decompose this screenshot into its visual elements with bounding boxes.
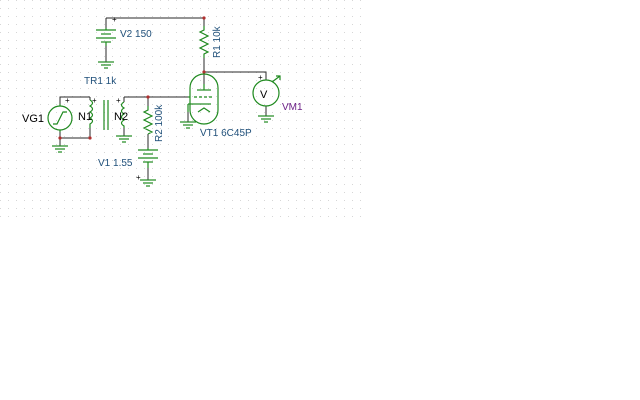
vt1-ground-icon <box>180 121 196 129</box>
vt1-triode[interactable]: VT1 6C45P <box>187 73 252 139</box>
tr1-ground-icon <box>116 135 132 143</box>
vm1-label: VM1 <box>282 102 303 113</box>
junction-nodes <box>58 16 206 140</box>
v1-polarity: + <box>136 173 141 182</box>
vg1-ground-icon <box>52 145 68 153</box>
tr1-secondary-label: N2 <box>114 111 128 123</box>
v2-polarity: + <box>112 15 117 24</box>
vg1-pin: + <box>65 96 70 105</box>
vm1-pin: + <box>258 73 263 82</box>
v1-label: V1 1.55 <box>98 158 133 169</box>
vm1-ground-icon <box>258 115 274 123</box>
r1-label: R1 10k <box>212 25 223 58</box>
vm1-voltmeter[interactable]: V + VM1 <box>252 73 303 113</box>
r1-resistor[interactable]: R1 10k <box>198 25 223 58</box>
r2-resistor[interactable]: R2 100k <box>142 104 165 142</box>
vm1-symbol: V <box>260 89 268 101</box>
v1-ground-icon <box>140 179 156 187</box>
tr1-primary-label: N1 <box>78 111 92 123</box>
v2-label: V2 150 <box>120 29 152 40</box>
v2-battery[interactable]: + V2 150 <box>96 15 152 46</box>
vg1-label: VG1 <box>22 113 44 125</box>
tr1-transformer[interactable]: + + N1 N2 TR1 1k <box>78 76 128 130</box>
tr1-pin-primary: + <box>92 96 97 105</box>
r2-label: R2 100k <box>154 104 165 142</box>
grid-background <box>0 0 366 222</box>
tr1-label: TR1 1k <box>84 76 117 87</box>
v2-ground-icon <box>98 61 114 69</box>
vt1-label: VT1 6C45P <box>200 128 252 139</box>
vg1-generator[interactable]: + VG1 <box>22 96 73 132</box>
v1-battery[interactable]: V1 1.55 + <box>98 148 158 182</box>
tr1-pin-secondary: + <box>116 96 121 105</box>
